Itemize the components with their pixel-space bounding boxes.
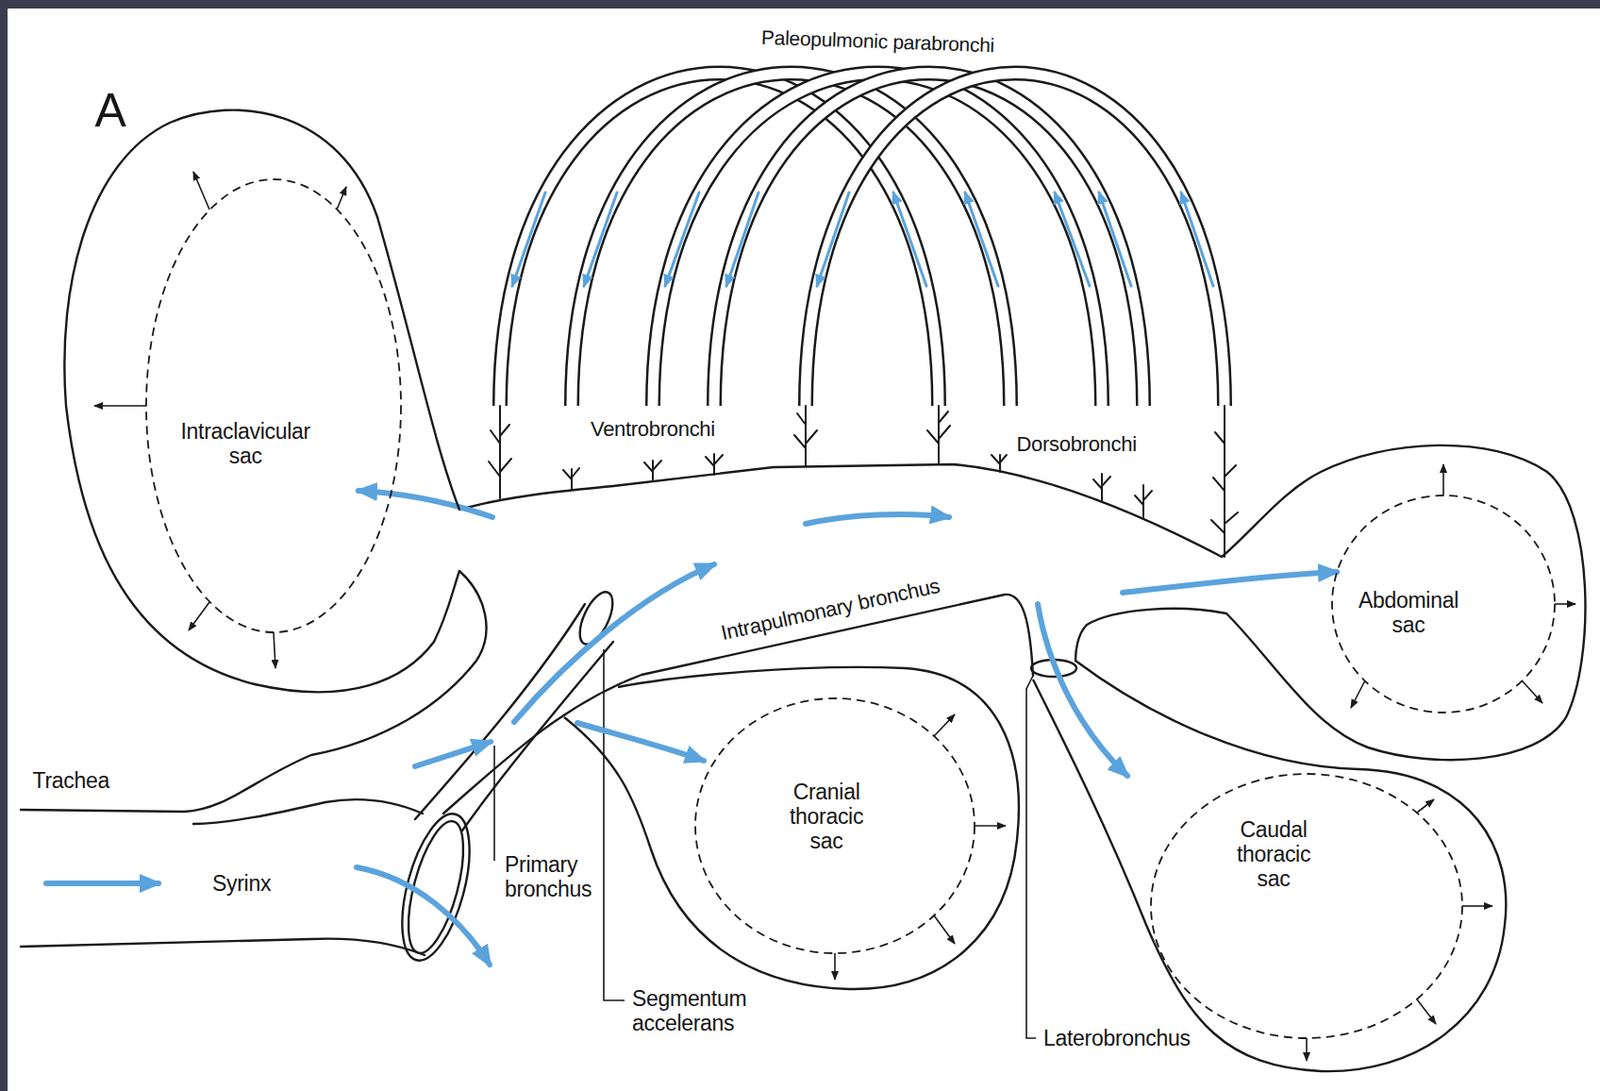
air-sac: Intraclavicular sac [47, 80, 467, 713]
structure-label: Primary bronchus [504, 851, 592, 902]
label-holder: Segmentum accelerans [632, 985, 747, 1036]
label-holder: Trachea [33, 767, 110, 793]
sac-wall [64, 110, 460, 693]
expansion-arrow [1416, 799, 1434, 813]
panel-letter: A [95, 83, 127, 139]
label-holder: Syrinx [212, 870, 271, 896]
structure-label: Laterobronchus [1043, 1025, 1191, 1050]
sac-wall [1033, 660, 1506, 1071]
label-holder: Dorsobronchi [1016, 432, 1137, 456]
sac-wall [1221, 445, 1585, 760]
frame-bar [0, 0, 8, 1091]
expansion-arrow [336, 186, 347, 210]
label-holder: Primary bronchus [504, 851, 592, 902]
structure-label: Trachea [33, 767, 110, 793]
deflated-outline [1150, 773, 1463, 1038]
parabronchi [500, 73, 1225, 407]
expansion-arrow [1350, 680, 1366, 708]
airway-walls [20, 464, 1227, 967]
expansion-arrow [1554, 602, 1576, 605]
sac-label: Caudal thoracic sac [1236, 816, 1311, 892]
expansion-arrow [974, 824, 1006, 827]
bronchi-tufts [488, 405, 1238, 557]
label-holder: Intrapulmonary bronchus [718, 597, 942, 621]
structure-label: Ventrobronchi [590, 416, 716, 441]
structure-label: Paleopulmonic parabronchi [760, 26, 995, 58]
sac-label: Abdominal sac [1358, 587, 1459, 638]
parabronchi-flow [512, 192, 1214, 286]
expansion-arrow [1442, 464, 1445, 496]
expansion-arrow [188, 601, 210, 631]
deflated-outline [695, 698, 975, 953]
air-sac: Abdominal sac [1212, 424, 1595, 760]
label-holder: Ventrobronchi [590, 416, 716, 441]
expansion-arrow [1521, 680, 1543, 703]
expansion-arrow [933, 915, 955, 944]
airflow-arrows [46, 490, 1337, 965]
deflated-outline [1332, 495, 1555, 713]
sac-label: Cranial thoracic sac [789, 779, 864, 854]
frame-bar [0, 0, 1600, 9]
deflated-outline [146, 179, 401, 633]
air-sac: Cranial thoracic sac [556, 650, 1034, 1000]
structure-label: Syrinx [212, 870, 271, 896]
expansion-arrow [1305, 1037, 1308, 1061]
structure-label: Dorsobronchi [1016, 432, 1137, 456]
expansion-arrow [933, 714, 955, 736]
structure-label: Intrapulmonary bronchus [718, 572, 942, 645]
expansion-arrow [1462, 904, 1493, 907]
expansion-arrow [833, 952, 836, 980]
label-holder: Laterobronchus [1043, 1025, 1191, 1050]
expansion-arrow [1416, 999, 1436, 1024]
expansion-arrow [273, 632, 276, 668]
expansion-arrow [94, 404, 147, 407]
leader-lines [494, 649, 1036, 1038]
label-holder: A [95, 83, 127, 139]
label-holder: Paleopulmonic parabronchi [761, 30, 995, 53]
sac-wall [564, 666, 1019, 989]
sac-outline [47, 80, 467, 713]
structure-label: Segmentum accelerans [632, 985, 747, 1036]
air-sac: Caudal thoracic sac [1018, 646, 1519, 1085]
expansion-arrow [193, 171, 210, 210]
sac-label: Intraclavicular sac [181, 418, 311, 469]
